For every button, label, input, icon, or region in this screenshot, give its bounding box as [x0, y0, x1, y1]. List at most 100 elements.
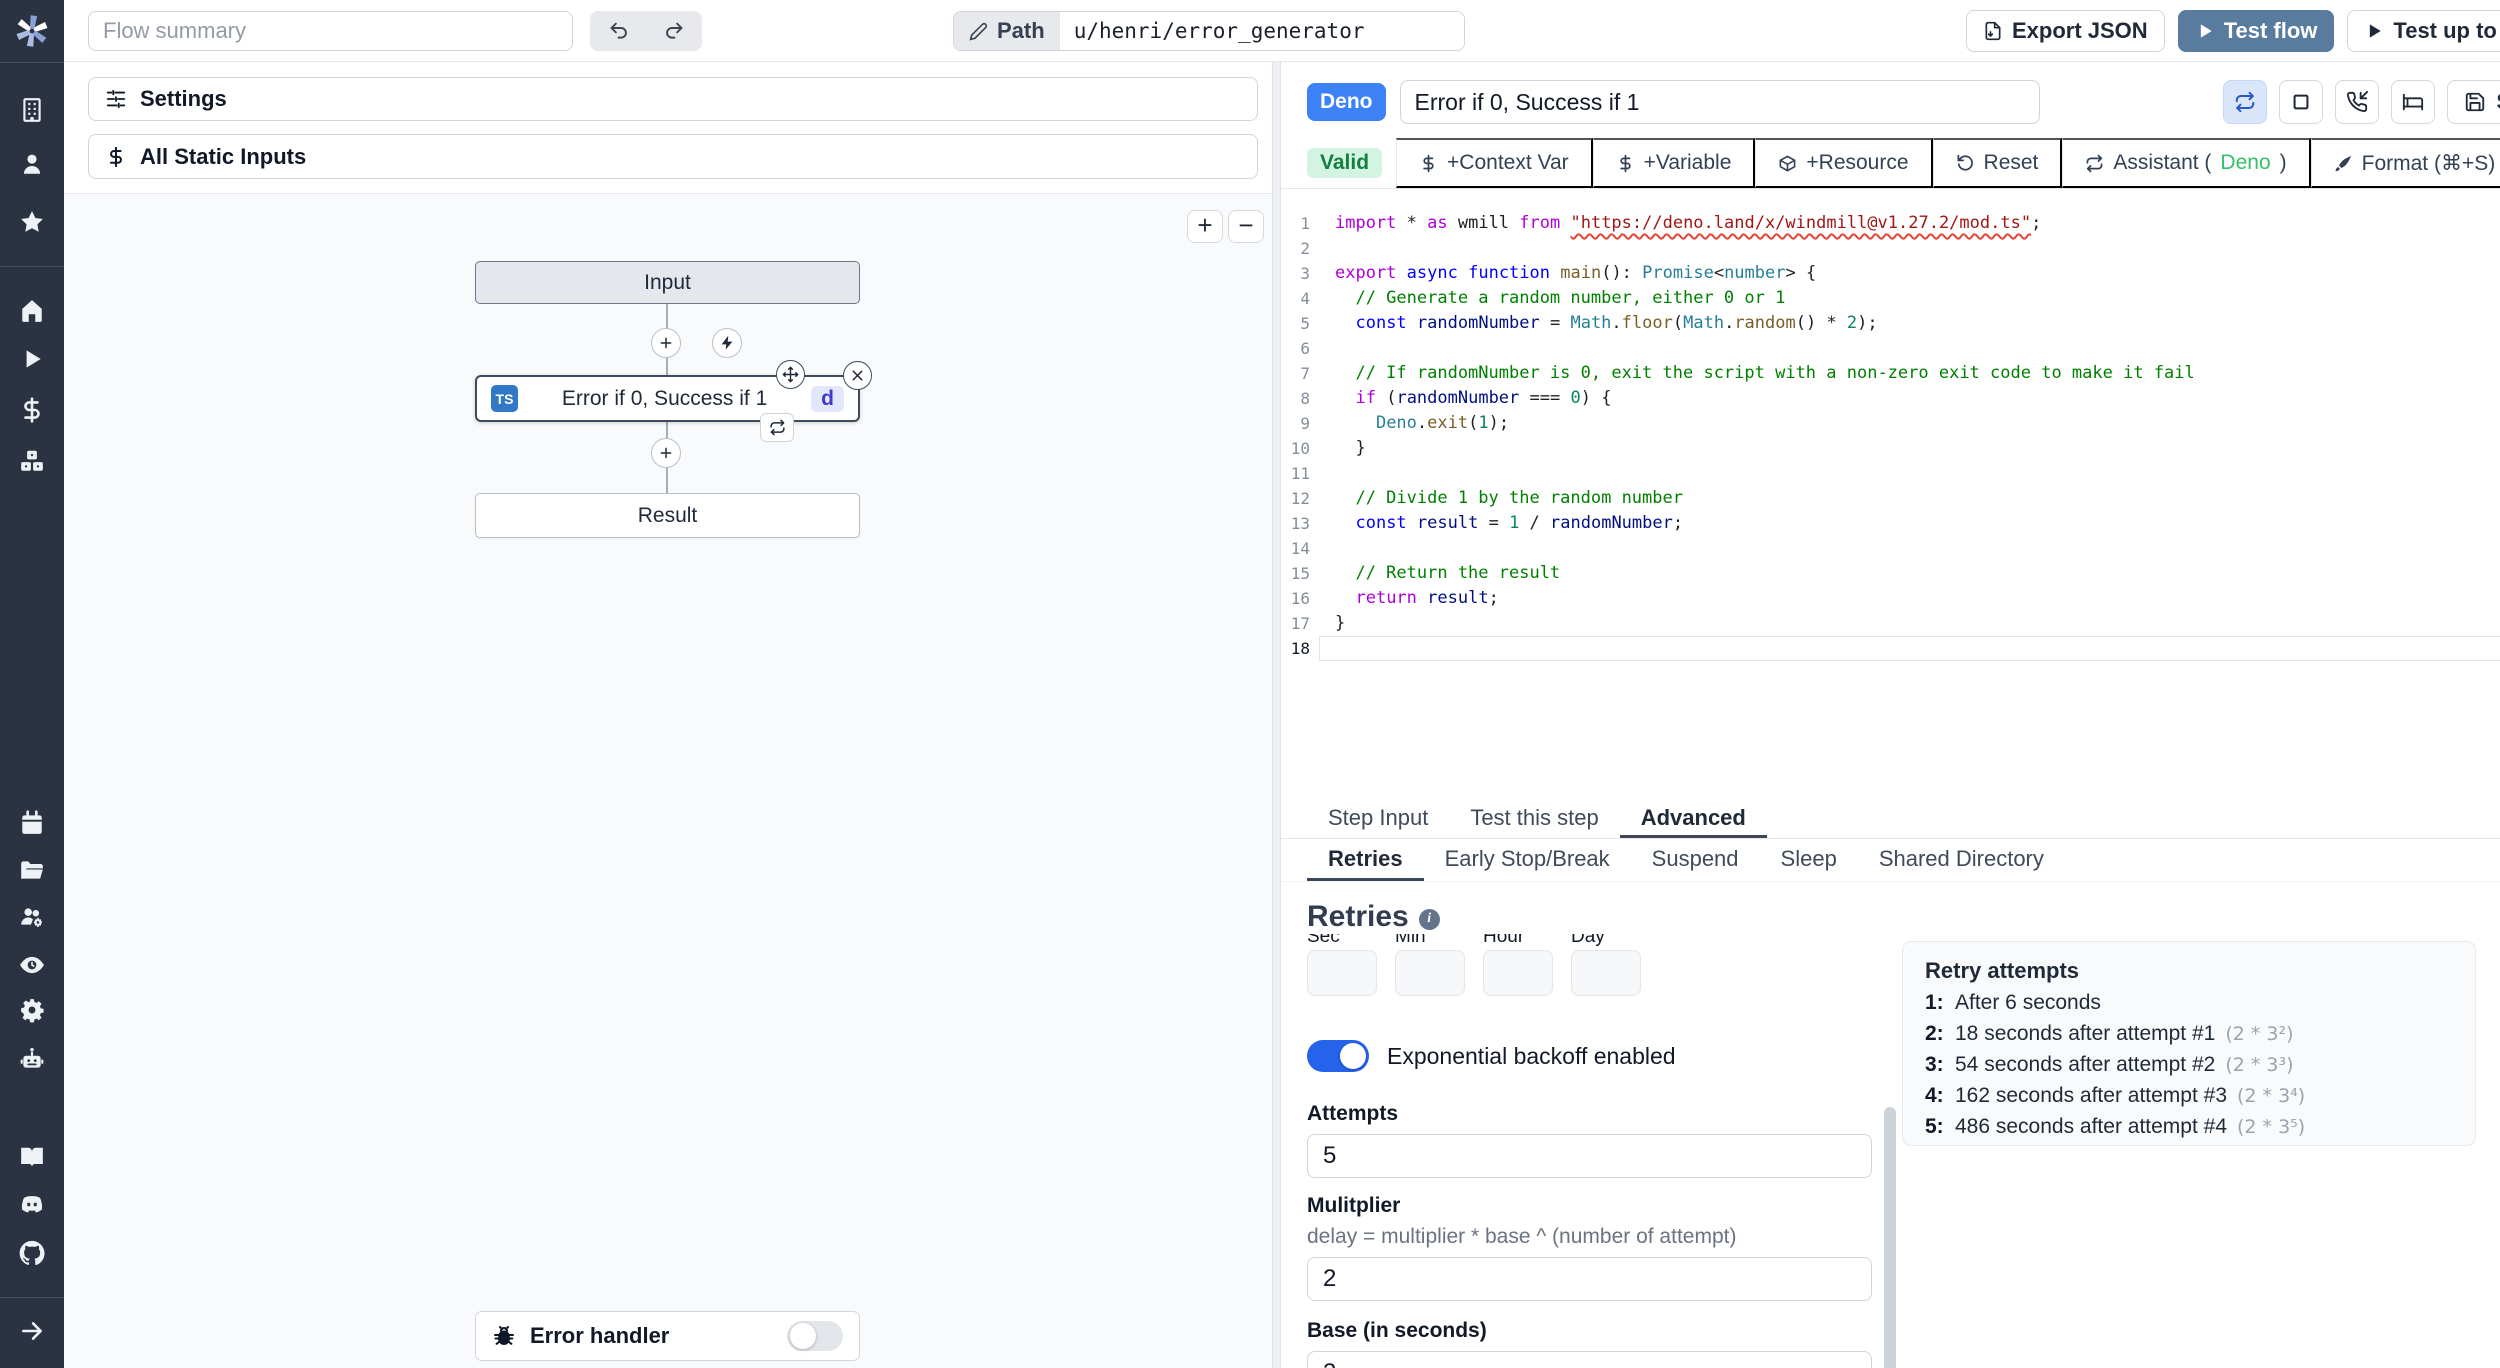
min-input[interactable] [1395, 950, 1465, 996]
info-icon[interactable]: i [1418, 908, 1440, 930]
code-line[interactable]: 2 [1300, 239, 1310, 258]
sidebar-item-settings[interactable] [19, 997, 45, 1023]
export-json-button[interactable]: Export JSON [1965, 10, 2165, 52]
retries-toggle-button[interactable] [2223, 80, 2268, 124]
flow-canvas[interactable]: + − Input TS [64, 193, 1272, 1368]
code-line[interactable]: 11 [1290, 464, 1310, 483]
sidebar-item-audit[interactable] [19, 952, 45, 978]
path-input[interactable] [1059, 12, 1464, 50]
retries-form: Retries i Sec Min [1307, 900, 1872, 1368]
tab-advanced[interactable]: Advanced [1619, 801, 1767, 838]
panel-resize-handle[interactable] [1272, 62, 1281, 1368]
test-flow-button[interactable]: Test flow [2177, 10, 2335, 52]
test-up-to-button[interactable]: Test up to d [2347, 10, 2500, 52]
sidebar-item-favorites[interactable] [19, 209, 45, 235]
multiplier-input[interactable] [1307, 1257, 1872, 1301]
tab-retries[interactable]: Retries [1307, 839, 1424, 881]
scrollbar[interactable] [1884, 1107, 1896, 1368]
add-variable-button[interactable]: +Variable [1592, 138, 1756, 188]
dollar-icon [1423, 154, 1434, 172]
sidebar-item-docs[interactable] [19, 1144, 45, 1170]
sidebar-item-schedules[interactable] [19, 810, 45, 836]
retry-indicator-button[interactable] [760, 413, 794, 442]
move-step-button[interactable] [776, 360, 805, 389]
base-input[interactable] [1307, 1351, 1872, 1368]
retry-field-min: Min [1395, 934, 1465, 996]
code-line[interactable]: 13 const result = 1 / randomNumber; [1290, 513, 1684, 533]
sidebar [0, 0, 64, 1368]
early-stop-button[interactable] [2279, 80, 2324, 124]
zoom-in-button[interactable]: + [1187, 210, 1223, 243]
sidebar-item-folders[interactable] [19, 857, 45, 883]
add-trigger-button[interactable] [712, 328, 742, 358]
format-button[interactable]: Format (⌘+S) [2310, 138, 2500, 188]
add-step-button[interactable] [651, 328, 681, 358]
code-line[interactable]: 10 } [1290, 438, 1366, 458]
delete-step-button[interactable] [843, 361, 872, 390]
sidebar-item-workers[interactable] [19, 1046, 45, 1072]
assistant-button[interactable]: Assistant (Deno) [2062, 138, 2311, 188]
code-line[interactable]: 8 if (randomNumber === 0) { [1300, 388, 1612, 408]
add-context-var-button[interactable]: +Context Var [1396, 138, 1593, 188]
code-line[interactable]: 4 // Generate a random number, either 0 … [1300, 288, 1786, 308]
add-resource-button[interactable]: +Resource [1755, 138, 1933, 188]
reset-button[interactable]: Reset [1932, 138, 2063, 188]
sidebar-item-discord[interactable] [19, 1192, 45, 1218]
error-handler-toggle[interactable] [787, 1321, 843, 1351]
windmill-logo-icon[interactable] [12, 11, 52, 51]
sidebar-collapse-button[interactable] [19, 1318, 45, 1344]
code-line[interactable]: 17} [1290, 613, 1346, 633]
hour-input[interactable] [1483, 950, 1553, 996]
code-line[interactable]: 7 // If randomNumber is 0, exit the scri… [1300, 363, 2195, 383]
tab-suspend[interactable]: Suspend [1651, 845, 1739, 871]
path-label[interactable]: Path [954, 12, 1060, 50]
day-input[interactable] [1571, 950, 1641, 996]
topbar: Path Export JSON Test flow Test up to d [64, 0, 2500, 62]
code-line[interactable]: 9 Deno.exit(1); [1300, 413, 1510, 433]
sidebar-item-github[interactable] [19, 1240, 45, 1266]
code-line[interactable]: 16 return result; [1290, 588, 1499, 608]
sidebar-item-runs[interactable] [19, 346, 45, 372]
tab-step-input[interactable]: Step Input [1328, 805, 1429, 830]
zoom-out-button[interactable]: − [1228, 210, 1264, 243]
code-line[interactable]: 12 // Divide 1 by the random number [1290, 488, 1683, 508]
retry-attempts-panel: Retry attempts 1: After 6 seconds 2: 18 … [1902, 941, 2476, 1146]
code-line[interactable]: 5 const randomNumber = Math.floor(Math.r… [1300, 313, 1878, 333]
suspend-button[interactable] [2335, 80, 2380, 124]
sleep-button[interactable] [2391, 80, 2436, 124]
error-handler-row[interactable]: Error handler [475, 1311, 860, 1361]
exponential-backoff-toggle[interactable] [1307, 1040, 1369, 1072]
sidebar-item-groups[interactable] [19, 904, 45, 930]
step-name-input[interactable] [1399, 80, 2040, 124]
tab-sleep[interactable]: Sleep [1780, 845, 1837, 871]
redo-button[interactable] [646, 11, 702, 51]
attempts-input[interactable] [1307, 1134, 1872, 1178]
plus-icon [660, 447, 672, 459]
sidebar-item-variables[interactable] [19, 397, 45, 423]
sec-input[interactable] [1307, 950, 1377, 996]
code-line[interactable]: 14 [1290, 539, 1310, 558]
code-line[interactable]: 15 // Return the result [1290, 563, 1561, 583]
tab-test-this-step[interactable]: Test this step [1470, 805, 1599, 830]
flow-summary-input[interactable] [88, 11, 573, 51]
code-line[interactable]: 18 [1281, 636, 2500, 661]
save-to-workspace-button[interactable]: Save to workspace [2447, 80, 2500, 124]
sidebar-item-home[interactable] [19, 298, 45, 324]
tab-early-stop[interactable]: Early Stop/Break [1444, 845, 1610, 871]
flow-settings-row[interactable]: Settings [88, 77, 1258, 121]
code-line[interactable]: 6 [1300, 339, 1310, 358]
sidebar-item-resources[interactable] [19, 448, 45, 474]
tab-shared-directory[interactable]: Shared Directory [1878, 845, 2044, 871]
flow-node-result[interactable]: Result [475, 493, 860, 538]
undo-button[interactable] [590, 11, 646, 51]
all-static-inputs-row[interactable]: All Static Inputs [88, 134, 1258, 179]
flow-node-input[interactable]: Input [475, 261, 860, 304]
add-step-button[interactable] [651, 438, 681, 468]
step-tabs: Step Input Test this step Advanced [1281, 801, 2500, 839]
sidebar-item-user[interactable] [19, 151, 45, 177]
sidebar-item-workspace[interactable] [19, 97, 45, 123]
